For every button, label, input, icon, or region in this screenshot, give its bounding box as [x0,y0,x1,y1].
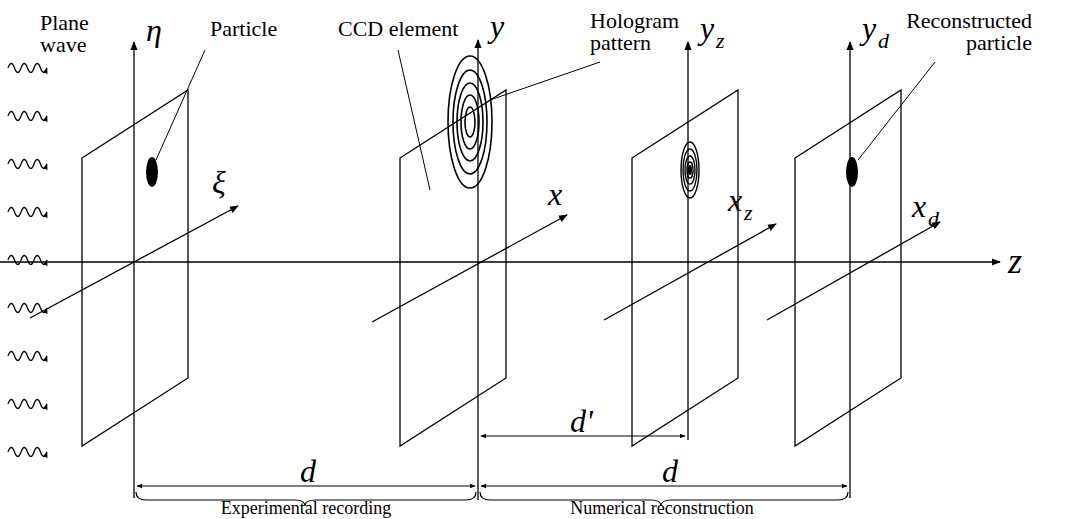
oblique-axes [30,206,940,322]
axis-label: z [1008,243,1022,279]
axis-label: ξ [212,166,226,198]
axis-subscript: z [744,202,753,224]
part-label: CCD element [338,18,458,40]
intermediate-pattern [681,142,699,198]
axis-label: y [700,12,714,44]
axis-label: x [728,184,742,216]
axis-label: y [490,10,504,42]
reconstructed-particle [846,157,858,187]
hologram-pattern [448,56,492,188]
particle [146,157,158,187]
axis-label: x [912,190,926,222]
axis-label: x [548,178,562,210]
axis-label: y [862,12,876,44]
brace-label: Experimental recording [221,499,391,517]
axis-label: η [146,14,162,46]
part-label: Particle [210,18,277,40]
plane-wave-label: Plane wave [40,12,102,56]
intermediate-dot [688,165,692,175]
dimension-lines [137,436,847,486]
leader-lines [156,50,935,190]
axis-subscript: d [928,208,939,230]
brace-label: Numerical reconstruction [570,499,753,517]
dimension-label: d' [570,405,593,437]
dimension-label: d [662,455,678,487]
axis-subscript: d [878,30,889,52]
plane-wave-symbols [8,64,47,457]
part-label: Reconstructed particle [882,10,1032,54]
axis-subscript: z [716,30,725,52]
dimension-label: d [300,455,316,487]
z-axis-segments [82,261,901,262]
part-label: Hologram pattern [590,10,690,54]
vertical-axes [134,40,850,500]
